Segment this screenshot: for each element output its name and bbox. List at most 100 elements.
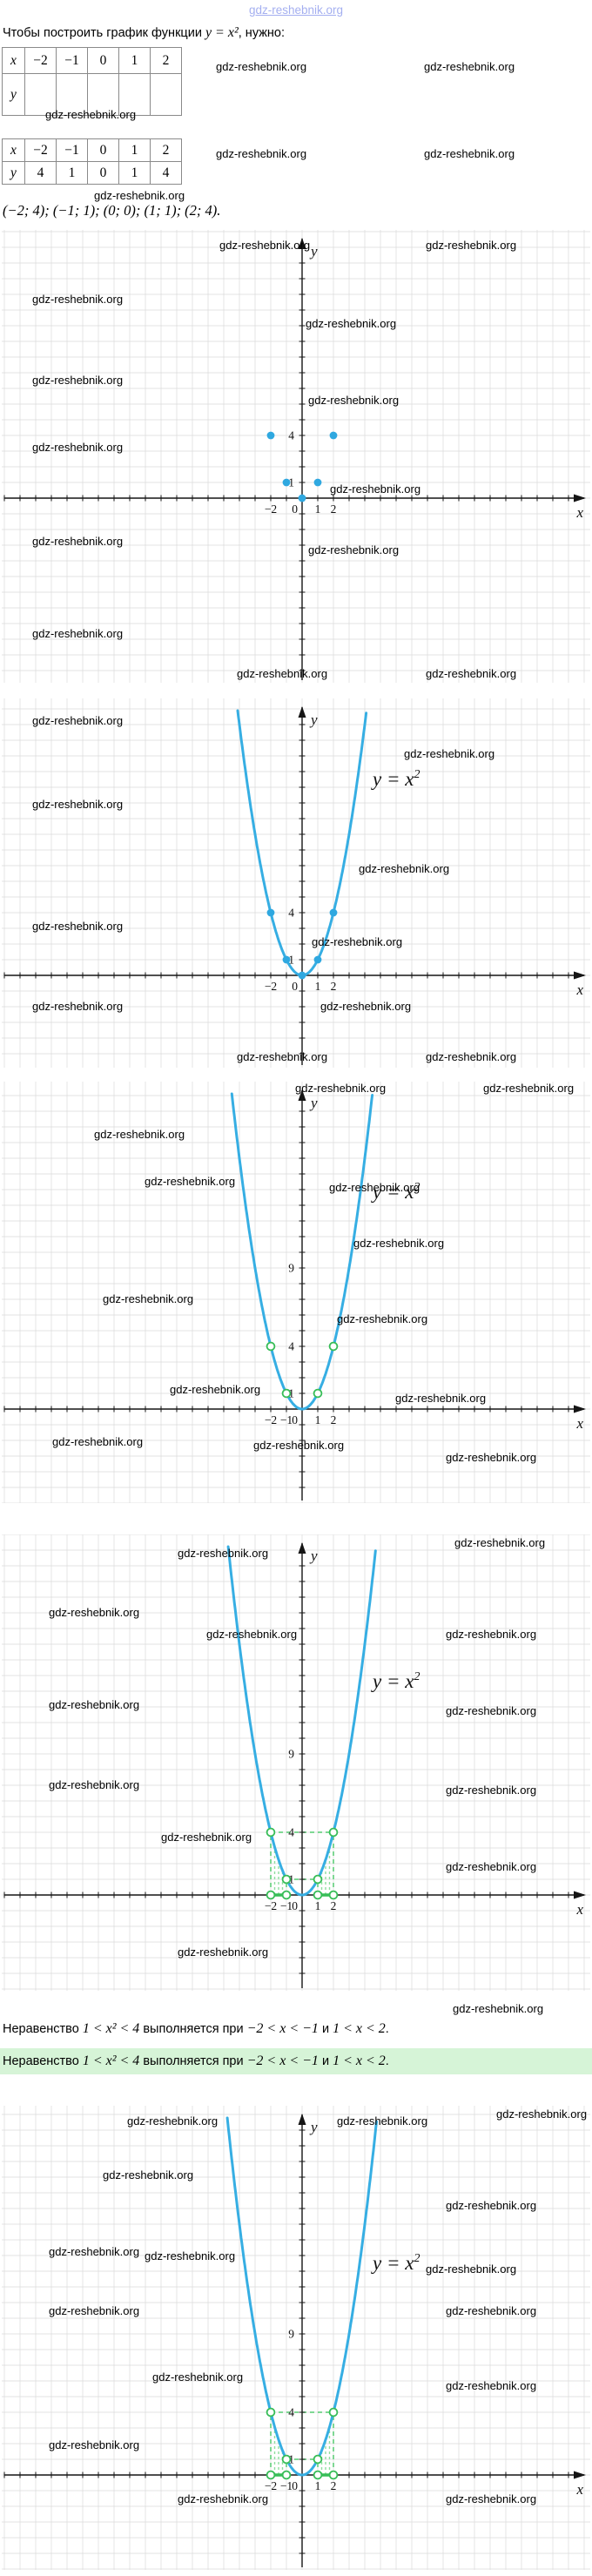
intro-after: , нужно: <box>238 26 286 40</box>
tick-label: −2 <box>265 1413 277 1426</box>
watermark: gdz-reshebnik.org <box>446 1860 536 1873</box>
watermark: gdz-reshebnik.org <box>127 2114 218 2128</box>
watermark: gdz-reshebnik.org <box>359 862 449 875</box>
watermark: gdz-reshebnik.org <box>216 147 307 160</box>
open-point <box>313 2454 323 2465</box>
site-header-link[interactable]: gdz-reshebnik.org <box>248 3 344 17</box>
table-value-cell: 1 <box>118 47 151 74</box>
watermark: gdz-reshebnik.org <box>45 108 137 121</box>
data-point <box>266 908 275 917</box>
function-label: y = x2 <box>371 1670 420 1692</box>
watermark: gdz-reshebnik.org <box>446 1628 536 1641</box>
watermark: gdz-reshebnik.org <box>94 1128 185 1141</box>
axes <box>3 238 586 680</box>
parabola-curve <box>225 2116 378 2477</box>
table-value-cell: 2 <box>150 138 182 162</box>
watermark: gdz-reshebnik.org <box>330 482 420 496</box>
watermark: gdz-reshebnik.org <box>320 1000 411 1013</box>
data-point <box>282 478 291 487</box>
ineq-text: . <box>385 2054 389 2068</box>
watermark: gdz-reshebnik.org <box>306 317 396 330</box>
watermark: gdz-reshebnik.org <box>32 535 123 548</box>
y-axis-label: y <box>309 243 318 260</box>
tick-label: 2 <box>331 2479 337 2492</box>
watermark: gdz-reshebnik.org <box>337 1312 427 1325</box>
intro-before: Чтобы построить график функции <box>3 26 205 40</box>
data-point <box>313 478 322 487</box>
ineq-text: и <box>318 2054 333 2068</box>
ineq-text: выполняется при <box>139 2022 247 2036</box>
tick-label: 9 <box>288 1748 294 1761</box>
watermark: gdz-reshebnik.org <box>49 1778 139 1791</box>
tick-label: 2 <box>331 1413 337 1426</box>
table-row: y <box>2 73 182 116</box>
open-point <box>328 1890 339 1900</box>
watermark: gdz-reshebnik.org <box>404 747 494 760</box>
axes <box>3 1089 586 1500</box>
ineq-text: выполняется при <box>139 2054 247 2068</box>
intro-math: y = x² <box>205 25 239 40</box>
tick-label: 1 <box>315 502 321 516</box>
watermark: gdz-reshebnik.org <box>426 2262 516 2276</box>
x-axis-label: x <box>575 2481 583 2498</box>
watermark: gdz-reshebnik.org <box>454 1536 545 1549</box>
open-point <box>281 1388 292 1399</box>
y-axis-label: y <box>309 711 318 728</box>
tick-label: −2 <box>265 1899 277 1912</box>
data-point <box>298 971 306 980</box>
y-axis-label: y <box>309 1548 318 1564</box>
function-label: y = x2 <box>371 2252 420 2274</box>
grid-lines <box>2 698 590 1068</box>
watermark: gdz-reshebnik.org <box>337 2114 427 2128</box>
open-point <box>313 1874 323 1885</box>
open-point <box>328 2470 339 2480</box>
watermark: gdz-reshebnik.org <box>446 1704 536 1717</box>
watermark: gdz-reshebnik.org <box>178 1547 268 1560</box>
x-axis-label: x <box>575 1415 583 1432</box>
origin-label: 0 <box>292 502 298 516</box>
tick-label: 4 <box>288 1826 294 1839</box>
open-point <box>266 2407 276 2418</box>
watermark: gdz-reshebnik.org <box>312 935 402 948</box>
watermark: gdz-reshebnik.org <box>426 667 516 680</box>
tick-label: −2 <box>265 502 277 516</box>
table-value-cell: −2 <box>24 138 57 162</box>
watermark: gdz-reshebnik.org <box>426 239 516 252</box>
table-value-cell: −2 <box>24 47 57 74</box>
x-axis-label: x <box>575 981 583 998</box>
tick-label: 4 <box>288 429 294 442</box>
open-point <box>328 1341 339 1352</box>
tick-label: 1 <box>315 2479 321 2492</box>
open-point <box>281 2454 292 2465</box>
tick-label: 2 <box>331 502 337 516</box>
table-value-cell: −1 <box>56 47 88 74</box>
table-var-cell: x <box>2 47 25 74</box>
watermark: gdz-reshebnik.org <box>49 1606 139 1619</box>
parabola-curve <box>226 1545 377 1897</box>
ineq-text: . <box>385 2022 389 2036</box>
tick-label: −1 <box>280 1899 293 1912</box>
watermark: gdz-reshebnik.org <box>395 1392 486 1405</box>
open-point <box>266 1827 276 1838</box>
y-axis-label: y <box>309 1095 318 1111</box>
tick-label: 1 <box>288 2453 294 2466</box>
watermark: gdz-reshebnik.org <box>152 2370 243 2384</box>
function-label: y = x2 <box>371 1181 420 1203</box>
open-point <box>281 1874 292 1885</box>
open-point <box>281 2470 292 2480</box>
tick-label: 1 <box>288 476 294 489</box>
watermark: gdz-reshebnik.org <box>52 1435 143 1448</box>
table-value-cell: 1 <box>56 161 88 185</box>
inequality-statement-highlighted: Неравенство 1 < x² < 4 выполняется при −… <box>0 2048 592 2074</box>
data-point <box>329 431 338 440</box>
origin-label: 0 <box>292 1899 298 1912</box>
watermark: gdz-reshebnik.org <box>446 1451 536 1464</box>
